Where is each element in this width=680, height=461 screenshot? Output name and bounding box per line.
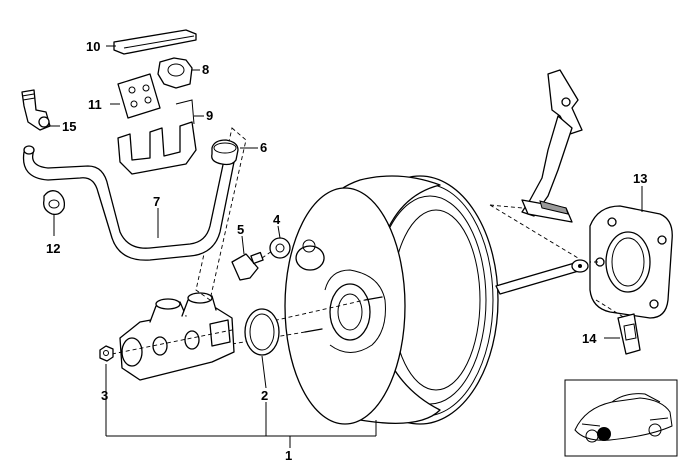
leader-lines [48,45,643,448]
cover-part-10 [113,29,197,55]
callout-14: 14 [582,331,597,346]
callout-8: 8 [202,62,209,77]
car-thumbnail-icon [564,379,678,457]
callout-1: 1 [285,448,292,461]
callout-15: 15 [62,119,76,134]
callout-10: 10 [86,39,100,54]
elbow-connector-part-15 [21,89,51,131]
grommet-part-4 [269,237,291,259]
o-ring-part-2 [244,308,280,356]
holder-part-8 [157,57,193,89]
callout-9: 9 [206,108,213,123]
bracket-part-11 [117,73,161,119]
hose-holder-part-9 [117,99,197,175]
callout-11: 11 [88,97,102,112]
callout-6: 6 [260,140,267,155]
callout-13: 13 [633,171,647,186]
callout-4: 4 [273,212,281,227]
check-valve-part-5 [231,250,273,281]
master-cylinder-icon [111,292,235,381]
gasket-icon [589,205,673,319]
brake-pedal-icon [489,69,583,259]
callout-5: 5 [237,222,244,237]
callout-3: 3 [101,388,108,403]
clamp-part-6 [211,139,239,166]
callout-2: 2 [261,388,268,403]
clip-part-12 [43,190,66,236]
clip-part-14 [617,313,641,355]
nut-part-3 [99,345,114,362]
callout-12: 12 [46,241,60,256]
callout-7: 7 [153,194,160,209]
brake-booster-icon [231,175,589,425]
